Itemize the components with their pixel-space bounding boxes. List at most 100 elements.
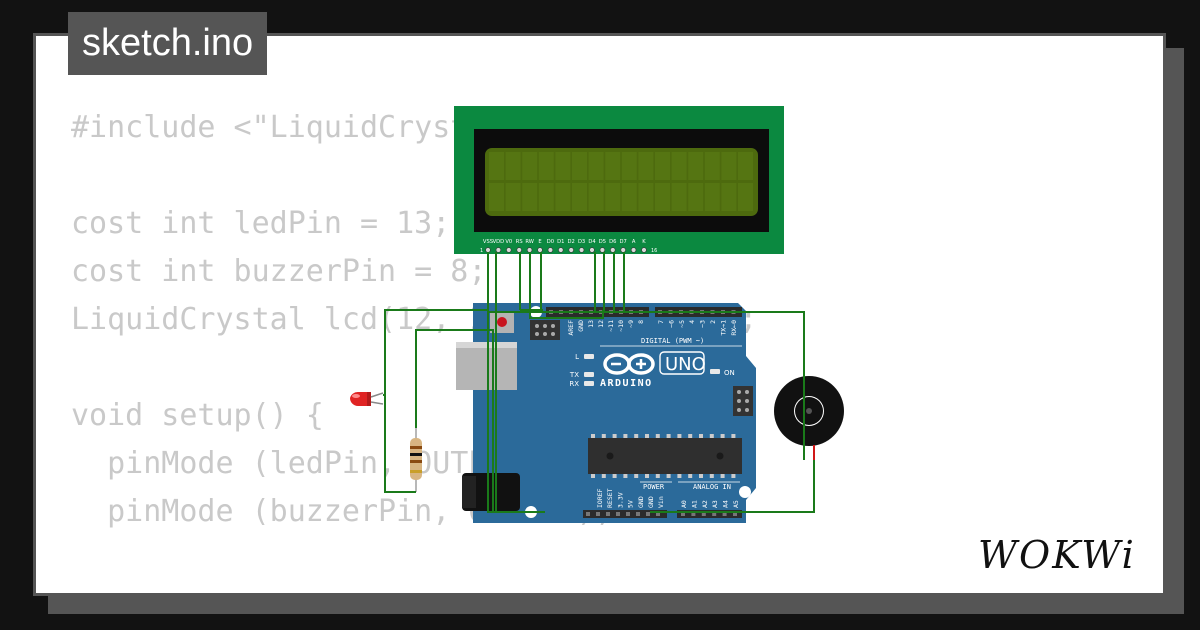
header-strip [583, 510, 667, 518]
reset-button[interactable] [497, 317, 507, 327]
lcd-character-grid [489, 152, 753, 211]
header-pin [636, 512, 640, 516]
lcd-pin-label: VSS [483, 239, 493, 245]
header-pin [656, 512, 660, 516]
digital-pin-label: 4 [688, 320, 696, 324]
on-led-label: ON [724, 369, 735, 377]
power-pin-label: IOREF [596, 488, 604, 508]
icsp-header-right [733, 386, 753, 416]
analog-section-label: ANALOG IN [693, 483, 731, 491]
lcd-pin-label: D0 [547, 239, 554, 245]
lcd-pin [599, 247, 606, 253]
lcd-char-cell [505, 183, 521, 211]
lcd-pin [485, 247, 491, 253]
lcd-pin-label: E [538, 239, 541, 245]
digital-pwm-label: DIGITAL (PWM ~) [641, 337, 704, 345]
header-pin [733, 512, 737, 516]
lcd-pin-label: RS [516, 239, 523, 245]
power-pin-label: 5V [627, 500, 635, 508]
code-line: void setup() { [71, 398, 324, 433]
lcd-char-cell [505, 152, 521, 180]
code-line: pinMode (buzzerPin, OUTPUT); [71, 494, 613, 529]
bottom-pin-headers [583, 510, 742, 518]
digital-pin-label: ~5 [678, 320, 686, 328]
atmega-chip-legs [591, 434, 736, 478]
power-pin-label: GND [647, 496, 655, 508]
digital-pin-label: 2 [709, 320, 717, 324]
lcd-char-cell [721, 152, 737, 180]
digital-pin-label: 12 [597, 320, 605, 328]
header-pin [586, 512, 590, 516]
analog-pin-label: A5 [732, 500, 740, 508]
lcd-pin [547, 247, 554, 253]
power-section-label: POWER [643, 483, 665, 491]
digital-pin-label: ~10 [617, 320, 625, 332]
lcd-pin-label: V0 [505, 239, 512, 245]
lcd-pin [641, 247, 647, 253]
lcd-pin-first: 1 [480, 248, 483, 254]
code-line: lcd.begin (16, 2); [71, 584, 757, 593]
header-pin [616, 512, 620, 516]
arduino-logo-icon [603, 353, 655, 375]
resistor[interactable] [410, 428, 422, 492]
header-pin [701, 512, 706, 516]
lcd-pin [506, 247, 512, 253]
atmega-chip [588, 438, 742, 474]
lcd-char-cell [621, 183, 637, 211]
code-line: cost int ledPin = 13; [71, 206, 451, 241]
lcd-char-cell [489, 183, 504, 211]
lcd-char-cell [572, 152, 587, 180]
lcd-pin [516, 247, 522, 253]
lcd-char-cell [489, 152, 504, 180]
lcd-char-cell [655, 152, 670, 180]
header-pin [646, 512, 650, 516]
lcd-pin-label: D3 [578, 239, 585, 245]
code-line: cost int buzzerPin = 8; [71, 254, 487, 289]
digital-pin-label: AREF [567, 320, 575, 336]
analog-pin-label: A4 [722, 500, 730, 508]
lcd-pin-label: D2 [568, 239, 575, 245]
lcd-char-cell [738, 183, 753, 211]
lcd-pin [578, 247, 585, 253]
digital-pin-label: 7 [657, 320, 665, 324]
lcd-char-cell [704, 152, 720, 180]
lcd-pin-label: K [642, 239, 646, 245]
power-pin-label: GND [637, 496, 645, 508]
header-pin [691, 512, 696, 516]
power-pin-label: RESET [606, 488, 614, 508]
lcd-pin [610, 247, 616, 253]
lcd-pin-label: VDD [493, 239, 505, 245]
lcd-char-cell [621, 152, 637, 180]
circuit-wires [383, 252, 815, 513]
mount-hole [739, 486, 751, 498]
digital-pin-label: 8 [637, 320, 645, 324]
lcd-char-cell [655, 183, 670, 211]
lcd-char-cell [721, 183, 737, 211]
lcd-pin-label: D1 [557, 239, 564, 245]
lcd-char-cell [605, 183, 621, 211]
board-brand-label: ARDUINO [600, 378, 653, 389]
digital-pin-label: ~11 [607, 320, 615, 332]
board-led [584, 372, 594, 377]
digital-pin-label: GND [577, 320, 585, 332]
red-led[interactable] [350, 391, 384, 406]
lcd-char-cell [704, 183, 720, 211]
lcd-char-cell [588, 183, 604, 211]
piezo-buzzer[interactable] [774, 376, 844, 460]
lcd-pin [630, 247, 637, 253]
lcd-char-cell [688, 152, 704, 180]
board-led [584, 354, 594, 359]
header-strip [677, 510, 742, 518]
analog-pin-label: A3 [711, 500, 719, 508]
lcd-char-cell [572, 183, 587, 211]
lcd-pin-last: 16 [651, 248, 657, 254]
lcd-pin-label: D4 [588, 239, 596, 245]
lcd-char-cell [538, 183, 554, 211]
digital-pin-label: RX←0 [730, 320, 738, 336]
